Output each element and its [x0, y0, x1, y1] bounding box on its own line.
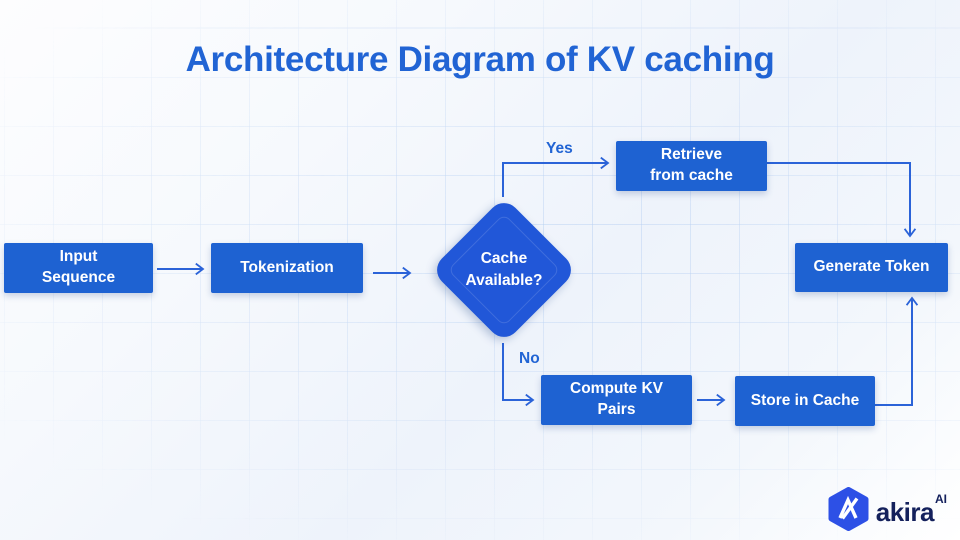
- edge-label-no: No: [519, 350, 540, 367]
- arrow-yes-decision-to-retrieve: [502, 156, 610, 197]
- node-retrieve-from-cache: Retrieve from cache: [616, 141, 767, 191]
- edge-label-yes: Yes: [546, 140, 573, 157]
- page-title: Architecture Diagram of KV caching: [185, 40, 775, 79]
- decision-label-wrap: Cache Available?: [429, 195, 579, 345]
- decision-cache-available: Cache Available?: [429, 195, 579, 345]
- node-input-sequence: Input Sequence: [4, 243, 153, 293]
- node-store-in-cache: Store in Cache: [735, 376, 875, 426]
- brand-name: akiraAI: [876, 493, 947, 525]
- node-compute-kv-pairs: Compute KV Pairs: [541, 375, 692, 425]
- node-tokenization: Tokenization: [211, 243, 363, 293]
- node-label: Compute KV Pairs: [570, 380, 663, 418]
- brand-name-text: akira: [875, 497, 935, 527]
- arrow-store-to-generate: [875, 296, 919, 406]
- hexagon-a-logo-icon: [828, 487, 869, 531]
- brand-logo: akiraAI: [828, 487, 947, 531]
- node-label: Retrieve from cache: [650, 146, 733, 184]
- node-label: Generate Token: [813, 258, 930, 276]
- arrow-retrieve-to-generate: [767, 162, 917, 238]
- node-label: Tokenization: [240, 258, 334, 276]
- brand-suffix: AI: [935, 492, 947, 506]
- decision-label: Cache Available?: [465, 250, 543, 289]
- node-label: Store in Cache: [750, 391, 860, 409]
- node-label: Input Sequence: [41, 248, 116, 286]
- node-generate-token: Generate Token: [795, 243, 948, 292]
